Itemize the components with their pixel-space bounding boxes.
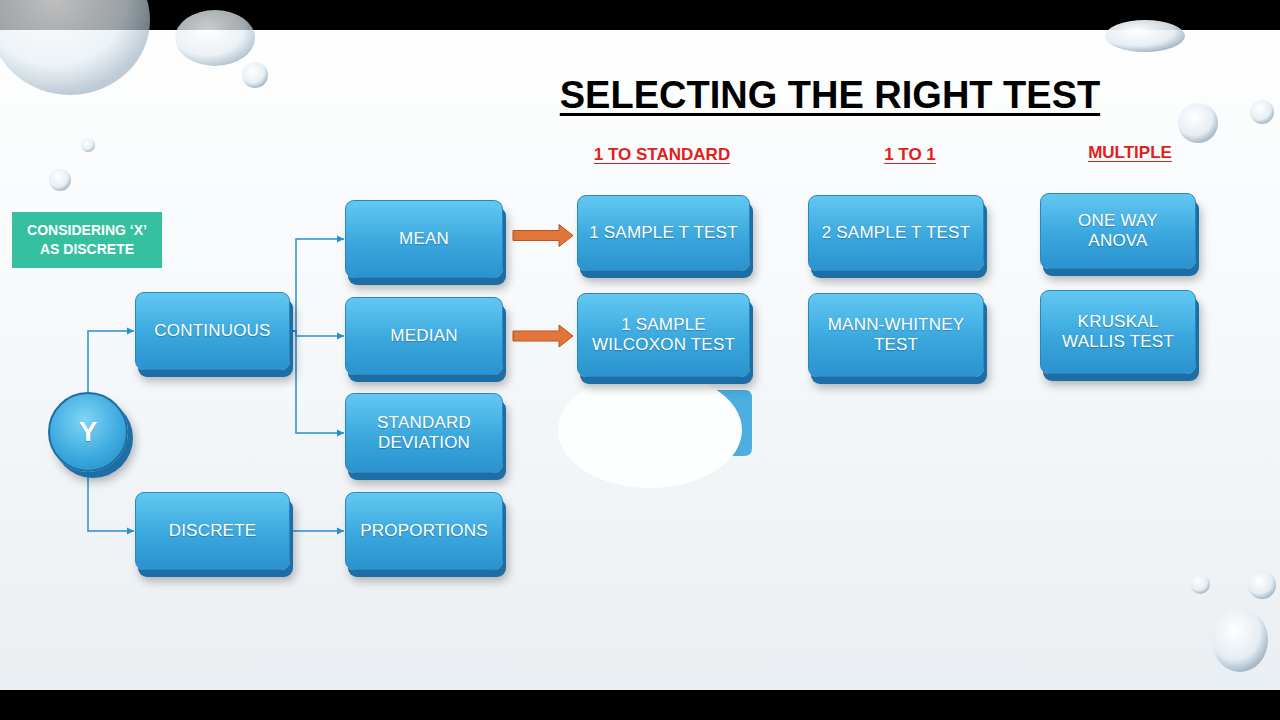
node-label: DISCRETE	[169, 521, 257, 541]
fade-mask	[558, 372, 742, 488]
process-box: KRUSKAL WALLIS TEST	[1040, 290, 1196, 374]
block-arrow	[513, 325, 573, 347]
connector-line	[292, 331, 344, 336]
node-label: KRUSKAL WALLIS TEST	[1051, 312, 1185, 352]
water-drop	[1178, 103, 1218, 143]
node-label: MANN-WHITNEY TEST	[819, 315, 973, 355]
water-drop	[175, 10, 255, 66]
text-group: CONTINUOUS	[154, 321, 270, 341]
water-drop	[49, 169, 71, 191]
node-label: MEDIAN	[390, 326, 457, 346]
fading-box	[558, 372, 752, 488]
node-label: 2 SAMPLE T TEST	[822, 223, 971, 243]
water-drop	[1190, 574, 1210, 594]
block-arrow	[513, 225, 573, 247]
text-group: 2 SAMPLE T TEST	[822, 223, 971, 243]
text-group: 1 SAMPLE T TEST	[589, 223, 738, 243]
process-box: STANDARD DEVIATION	[345, 393, 503, 473]
water-drop	[1105, 20, 1185, 52]
water-drop	[0, 0, 150, 95]
text-group: Y	[79, 416, 98, 448]
connector-line	[292, 239, 344, 331]
text-group: 1 SAMPLE WILCOXON TEST	[588, 315, 739, 355]
text-group: ONE WAY ANOVA	[1051, 211, 1185, 251]
text-group: DISCRETE	[169, 521, 257, 541]
process-box: MEAN	[345, 200, 503, 278]
process-box: MEDIAN	[345, 297, 503, 375]
text-group: STANDARD DEVIATION	[356, 413, 492, 453]
node-label: Y	[79, 416, 98, 448]
note-box: CONSIDERING ‘X’ AS DISCRETE	[12, 212, 162, 268]
process-box: CONTINUOUS	[135, 292, 290, 370]
node-label: ONE WAY ANOVA	[1051, 211, 1185, 251]
text-group: MANN-WHITNEY TEST	[819, 315, 973, 355]
water-drop	[242, 62, 268, 88]
process-box: 2 SAMPLE T TEST	[808, 195, 984, 271]
text-group: MEAN	[399, 229, 449, 249]
process-box: 1 SAMPLE WILCOXON TEST	[577, 293, 750, 377]
node-label: 1 SAMPLE T TEST	[589, 223, 738, 243]
node-label: CONTINUOUS	[154, 321, 270, 341]
column-header: MULTIPLE	[1020, 143, 1240, 163]
node-label: MEAN	[399, 229, 449, 249]
connector-line	[292, 530, 344, 532]
title: SELECTING THE RIGHT TEST	[530, 74, 1130, 117]
process-box: MANN-WHITNEY TEST	[808, 293, 984, 377]
process-box: ONE WAY ANOVA	[1040, 193, 1196, 269]
variable-circle: Y	[48, 392, 128, 472]
water-drop	[1212, 608, 1268, 672]
text-group: PROPORTIONS	[360, 521, 488, 541]
water-drop	[81, 138, 95, 152]
bottom-bar	[0, 690, 1280, 720]
text-group: KRUSKAL WALLIS TEST	[1051, 312, 1185, 352]
text-group: CONSIDERING ‘X’ AS DISCRETE	[20, 221, 154, 259]
node-label: STANDARD DEVIATION	[356, 413, 492, 453]
connector-line	[88, 472, 134, 531]
process-box: DISCRETE	[135, 492, 290, 570]
process-box: 1 SAMPLE T TEST	[577, 195, 750, 271]
column-header: 1 TO STANDARD	[552, 145, 772, 165]
node-label: 1 SAMPLE WILCOXON TEST	[588, 315, 739, 355]
water-drops	[0, 0, 1276, 672]
process-box: PROPORTIONS	[345, 492, 503, 570]
connector-line	[88, 331, 134, 392]
connector-line	[292, 331, 344, 433]
node-label: CONSIDERING ‘X’ AS DISCRETE	[20, 221, 154, 259]
column-header: 1 TO 1	[800, 145, 1020, 165]
node-label: PROPORTIONS	[360, 521, 488, 541]
water-drop	[1248, 571, 1276, 599]
text-group: MEDIAN	[390, 326, 457, 346]
water-drop	[1250, 100, 1274, 124]
